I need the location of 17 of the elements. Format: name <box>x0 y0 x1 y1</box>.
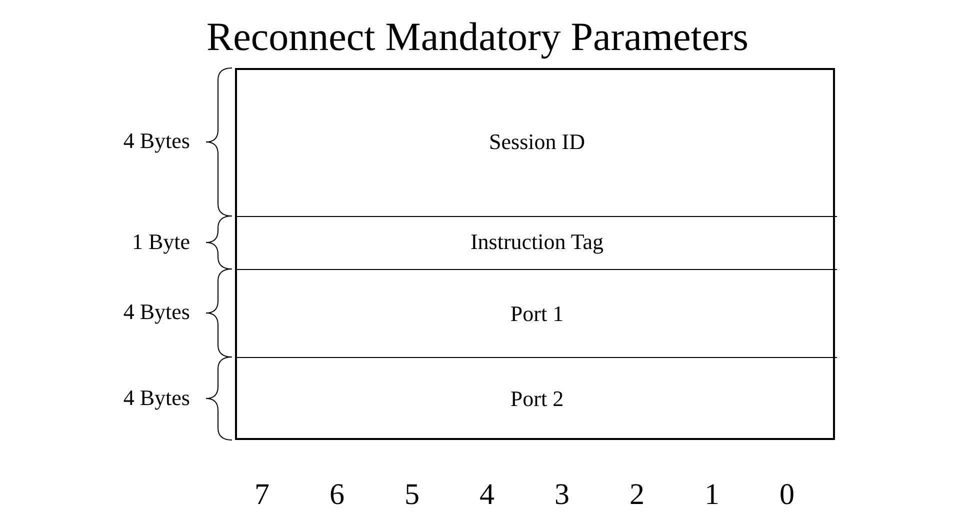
bit-number: 6 <box>328 478 346 512</box>
bit-number: 5 <box>404 478 420 512</box>
bit-number: 3 <box>554 478 570 512</box>
size-label: 4 Bytes <box>123 128 190 154</box>
bit-number: 4 <box>478 478 496 512</box>
field-name: Port 2 <box>510 386 564 412</box>
bit-number: 0 <box>778 478 796 512</box>
bit-number: 2 <box>628 478 646 512</box>
size-label: 4 Bytes <box>123 299 190 325</box>
size-label: 4 Bytes <box>123 384 190 410</box>
bit-number: 7 <box>254 478 270 512</box>
bit-number: 1 <box>704 478 720 512</box>
size-label: 1 Byte <box>132 228 190 254</box>
field-name: Instruction Tag <box>470 229 604 255</box>
field-name: Session ID <box>489 129 585 155</box>
field-name: Port 1 <box>510 300 564 326</box>
diagram-title: Reconnect Mandatory Parameters <box>205 14 750 60</box>
